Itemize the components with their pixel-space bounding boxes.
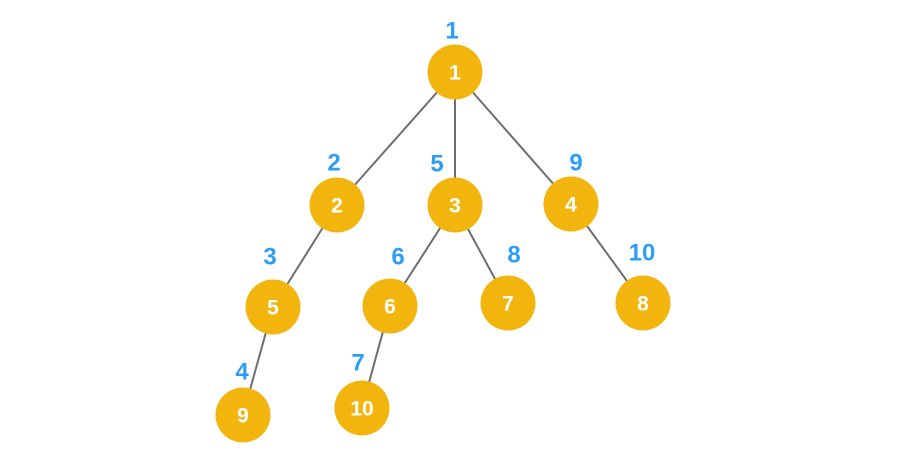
tree-node xyxy=(215,387,271,443)
tree-node xyxy=(334,380,390,436)
traversal-order-label: 4 xyxy=(235,359,249,386)
node-value: 10 xyxy=(350,398,373,421)
node-value: 1 xyxy=(449,62,461,85)
traversal-order-label: 6 xyxy=(391,244,404,271)
tree-node xyxy=(362,278,418,334)
traversal-order-label: 10 xyxy=(629,240,656,267)
node-value: 6 xyxy=(384,296,396,319)
tree-edge xyxy=(336,71,456,206)
tree-node xyxy=(427,177,483,233)
node-value: 8 xyxy=(637,293,649,316)
tree-edge xyxy=(454,71,572,205)
traversal-order-label: 1 xyxy=(445,18,458,45)
traversal-order-label: 8 xyxy=(507,242,520,269)
traversal-order-label: 5 xyxy=(430,151,443,178)
node-value: 7 xyxy=(502,293,514,316)
tree-node xyxy=(245,279,301,335)
tree-node xyxy=(309,177,365,233)
node-value: 9 xyxy=(237,405,249,428)
tree-node xyxy=(480,275,536,331)
node-value: 4 xyxy=(565,194,577,217)
tree-node xyxy=(427,44,483,100)
traversal-order-label: 3 xyxy=(263,244,276,271)
traversal-order-label: 7 xyxy=(351,350,364,377)
traversal-order-label: 2 xyxy=(327,150,340,177)
node-value: 3 xyxy=(449,195,461,218)
tree-node xyxy=(543,176,599,232)
traversal-order-label: 9 xyxy=(569,150,582,177)
tree-node xyxy=(615,275,671,331)
node-value: 2 xyxy=(331,195,343,218)
node-value: 5 xyxy=(267,297,279,320)
